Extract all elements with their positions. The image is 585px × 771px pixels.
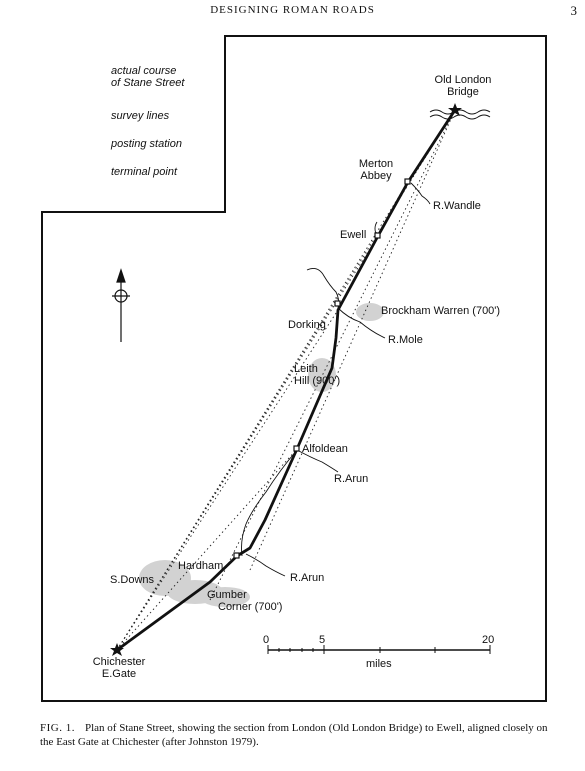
label-r-arun-north: R.Arun xyxy=(334,473,369,485)
figure-label: FIG. 1. xyxy=(40,722,75,734)
label-hardham: Hardham xyxy=(178,560,224,572)
hill-shading xyxy=(139,303,384,607)
label-brockham-warren: Brockham Warren (700') xyxy=(381,305,501,317)
scale-label-zero: 0 xyxy=(263,634,270,646)
label-ewell: Ewell xyxy=(340,229,367,241)
label-chichester-east-gate: Chichester E.Gate xyxy=(92,656,146,680)
label-r-arun-south: R.Arun xyxy=(290,572,325,584)
label-r-mole: R.Mole xyxy=(388,334,423,346)
figure-caption-text: Plan of Stane Street, showing the sectio… xyxy=(40,722,548,748)
label-old-london-bridge: Old London Bridge xyxy=(434,74,492,98)
map-legend: actual course of Stane Street survey lin… xyxy=(41,35,226,213)
map-frame xyxy=(41,35,547,702)
stane-street-route xyxy=(116,109,457,652)
compass-icon xyxy=(112,268,130,342)
legend-actual-course: actual course of Stane Street xyxy=(111,65,185,89)
survey-lines xyxy=(116,109,456,651)
label-merton-abbey: Merton Abbey xyxy=(358,158,394,182)
legend-posting-station: posting station xyxy=(111,138,182,150)
legend-survey-lines: survey lines xyxy=(111,110,170,122)
label-alfoldean: Alfoldean xyxy=(302,443,348,455)
page-number: 3 xyxy=(570,3,578,18)
rivers xyxy=(241,109,491,577)
label-s-downs: S.Downs xyxy=(110,574,155,586)
label-dorking: Dorking xyxy=(288,319,326,331)
scale-label-twenty: 20 xyxy=(482,634,495,646)
scale-bar xyxy=(267,645,491,654)
label-r-wandle: R.Wandle xyxy=(433,200,481,212)
label-gumber-corner: Gumber Corner (700') xyxy=(207,589,283,613)
terminal-points xyxy=(110,103,462,656)
scale-unit: miles xyxy=(366,658,392,670)
scale-label-five: 5 xyxy=(319,634,326,646)
legend-terminal-point: terminal point xyxy=(111,166,178,178)
running-title: DESIGNING ROMAN ROADS xyxy=(210,4,375,16)
label-leith-hill: Leith Hill (900') xyxy=(294,363,341,387)
figure-caption: FIG. 1.Plan of Stane Street, showing the… xyxy=(40,721,550,749)
running-header: DESIGNING ROMAN ROADS 3 xyxy=(0,2,585,18)
posting-stations xyxy=(233,178,411,559)
